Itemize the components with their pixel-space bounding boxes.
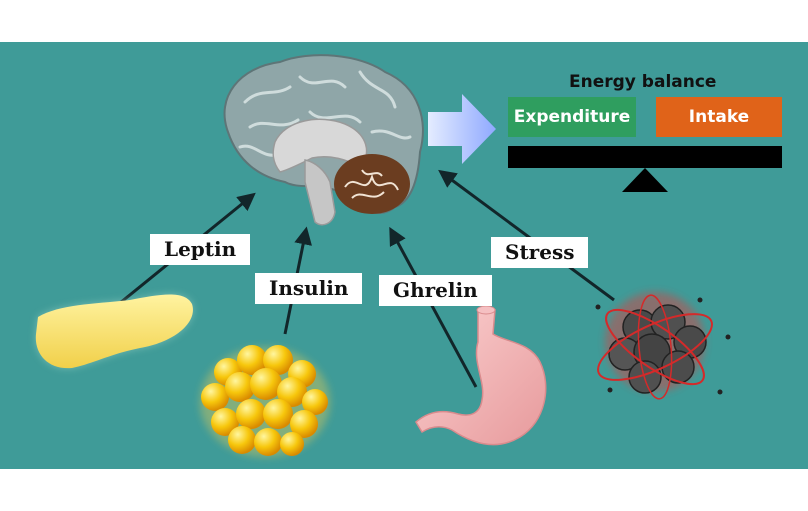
- stress-arrow: [438, 169, 615, 302]
- stress-icon: [595, 292, 731, 400]
- diagram-panel: Energy balance Expenditure Intake Leptin…: [0, 42, 808, 469]
- intake-box: Intake: [656, 97, 782, 137]
- balance-beam: [508, 146, 782, 168]
- stomach-icon: [415, 305, 547, 446]
- big-arrow-icon: [428, 94, 496, 164]
- brain-icon: [223, 54, 424, 226]
- insulin-label: Insulin: [255, 273, 363, 304]
- balance-fulcrum: [622, 168, 668, 192]
- energy-balance-title: Energy balance: [569, 72, 717, 92]
- fat-cells-icon: [200, 345, 330, 457]
- ghrelin-label: Ghrelin: [379, 275, 492, 306]
- stress-label: Stress: [491, 237, 589, 268]
- leptin-label: Leptin: [150, 234, 251, 265]
- pancreas-icon: [35, 294, 193, 369]
- expenditure-box: Expenditure: [508, 97, 636, 137]
- ghrelin-arrow: [389, 226, 478, 388]
- diagram-graphics: [35, 54, 782, 457]
